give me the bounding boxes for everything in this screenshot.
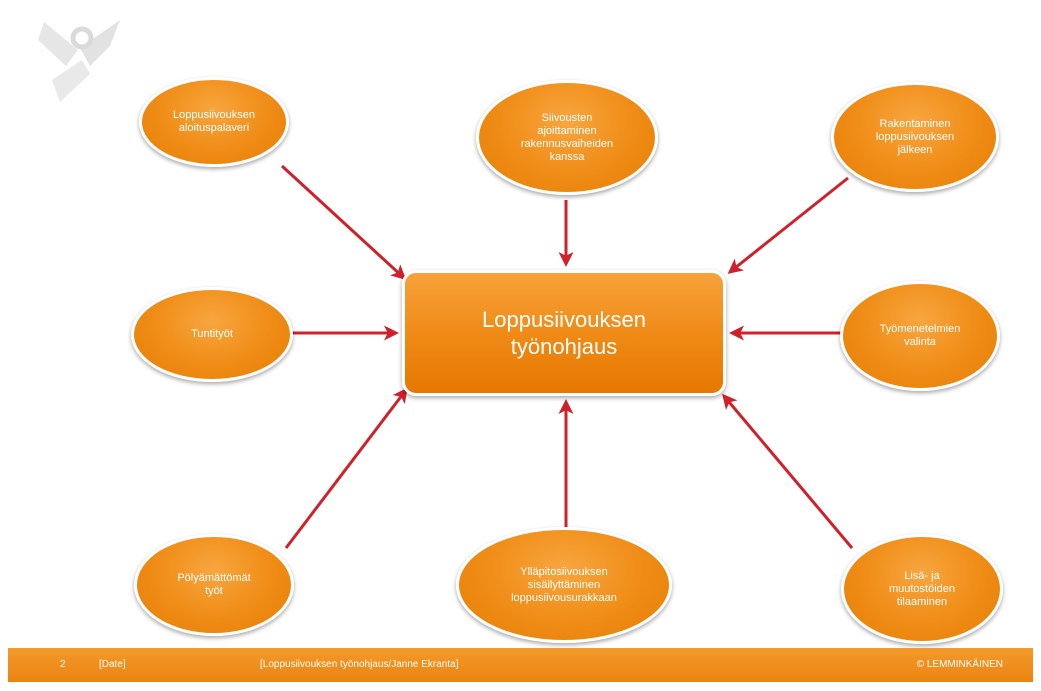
- node-yllapitosiivous: Ylläpitosiivouksen sisällyttäminen loppu…: [456, 527, 672, 643]
- node-tuntityot: Tuntityöt: [131, 287, 293, 382]
- node-siivousten-ajoittaminen: Siivousten ajoittaminen rakennusvaiheide…: [476, 80, 658, 195]
- arrow-1: [280, 164, 407, 281]
- footer-page-number: 2: [60, 659, 66, 670]
- arrow-8: [722, 393, 854, 549]
- arrow-6: [284, 387, 408, 549]
- node-aloituspalaveri: Loppusiivouksen aloituspalaveri: [139, 77, 289, 167]
- footer-date: [Date]: [99, 659, 126, 670]
- slide-footer: 2 [Date] [Loppusiivouksen työnohjaus/Jan…: [8, 648, 1033, 682]
- footer-presentation-title: [Loppusiivouksen työnohjaus/Janne Ekrant…: [260, 659, 459, 670]
- arrow-3: [727, 176, 849, 274]
- company-logo-icon: [38, 20, 120, 102]
- node-tyomenetelmien-valinta: Työmenetelmien valinta: [840, 281, 1000, 391]
- footer-company: © LEMMINKÄINEN: [916, 659, 1003, 670]
- node-lisa-ja-muutostyot: Lisä- ja muutostöiden tilaaminen: [841, 534, 1003, 644]
- node-polyamattomat-tyot: Pölyämättömät työt: [134, 534, 294, 636]
- center-node-tyonohjaus: Loppusiivouksen työnohjaus: [402, 270, 726, 396]
- node-rakentaminen: Rakentaminen loppusiivouksen jälkeen: [831, 82, 999, 192]
